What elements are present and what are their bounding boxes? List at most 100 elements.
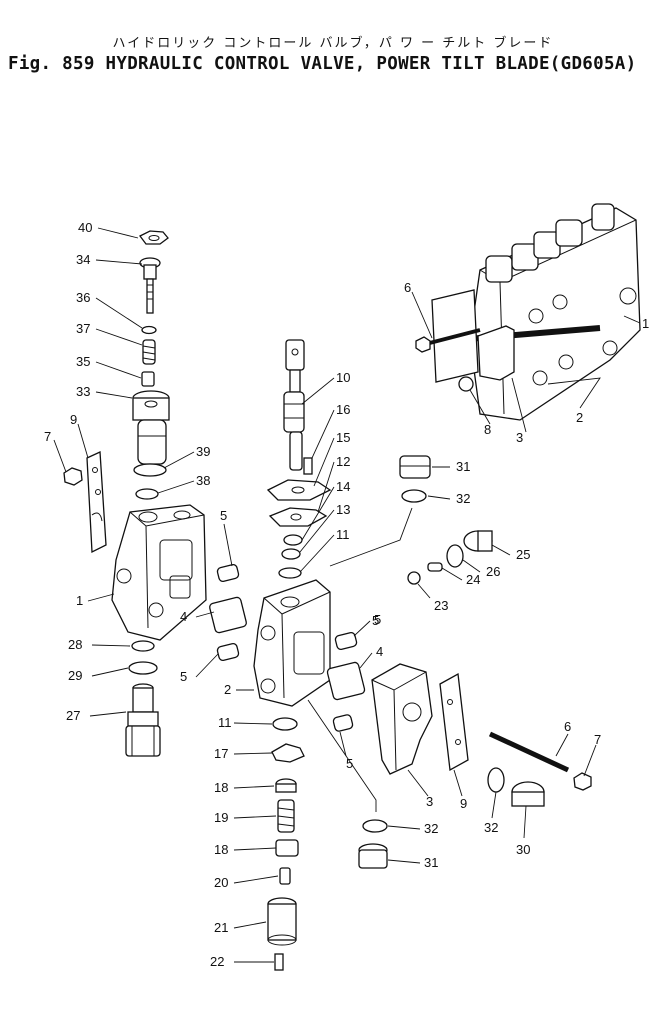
label-5-left: 5 — [180, 669, 187, 684]
label-28: 28 — [68, 637, 82, 652]
oring-29 — [128, 661, 158, 675]
label-37: 37 — [76, 321, 90, 336]
leader-lines — [53, 227, 641, 963]
label-30: 30 — [516, 842, 530, 857]
gasket-5-a — [216, 563, 240, 583]
oring-32-upper — [401, 489, 427, 503]
tie-rod-6-lower — [488, 731, 570, 773]
screw-20 — [279, 867, 291, 885]
spring-24 — [427, 562, 443, 572]
label-14: 14 — [336, 479, 350, 494]
label-31-upper: 31 — [456, 459, 470, 474]
label-11-upper: 11 — [336, 527, 350, 542]
label-16: 16 — [336, 402, 350, 417]
gasket-4-a — [209, 596, 247, 634]
label-1-inset: 1 — [642, 316, 649, 331]
plate-12 — [268, 507, 328, 527]
label-32-upper: 32 — [456, 491, 470, 506]
gasket-5-b — [216, 642, 240, 662]
nut-40 — [139, 230, 169, 245]
gasket-4-b — [326, 661, 366, 701]
nut-7-left — [63, 467, 83, 486]
label-32-lower: 32 — [424, 821, 438, 836]
label-9-left: 9 — [70, 412, 77, 427]
label-25: 25 — [516, 547, 530, 562]
poppet-35 — [141, 371, 155, 387]
label-18-upper: 18 — [214, 780, 228, 795]
figure-title-japanese: ハイドロリック コントロール バルブ，パ ワ ー チルト ブレード — [112, 36, 554, 51]
label-4-left: 4 — [180, 609, 187, 624]
plate-17 — [271, 743, 305, 763]
cover-3-inset — [477, 325, 515, 381]
spool-10 — [283, 339, 305, 471]
nut-inset — [415, 336, 431, 353]
oring-38 — [135, 488, 159, 500]
oring-11-upper — [278, 567, 302, 579]
label-3-inset: 3 — [516, 430, 523, 445]
cap-8-inset — [458, 376, 474, 392]
seal-14 — [283, 534, 303, 546]
label-5-a: 5 — [220, 508, 227, 523]
bracket-9-left — [86, 451, 107, 554]
label-29: 29 — [68, 668, 82, 683]
label-17: 17 — [214, 746, 228, 761]
label-2-center: 2 — [224, 682, 231, 697]
label-21: 21 — [214, 920, 228, 935]
oring-28 — [131, 640, 155, 652]
label-15: 15 — [336, 430, 350, 445]
oring-11-lower — [272, 717, 298, 731]
nut-7-right — [573, 772, 592, 791]
cover-3 — [371, 663, 433, 775]
label-39: 39 — [196, 444, 210, 459]
label-9-right: 9 — [460, 796, 467, 811]
ball-23 — [407, 571, 421, 585]
seal-13 — [281, 548, 301, 560]
valve-block-1 — [111, 504, 207, 641]
plug-31-lower — [358, 843, 388, 869]
label-7-right: 7 — [594, 732, 601, 747]
plug-31-upper — [399, 455, 431, 479]
oring-39 — [133, 463, 167, 477]
label-26: 26 — [486, 564, 500, 579]
label-2-inset: 2 — [576, 410, 583, 425]
valve-block-2 — [253, 579, 331, 707]
label-4-right: 4 — [376, 644, 383, 659]
gasket-5-d — [332, 714, 354, 732]
label-34: 34 — [76, 252, 90, 267]
label-33: 33 — [76, 384, 90, 399]
label-12: 12 — [336, 454, 350, 469]
oring-36 — [141, 325, 157, 335]
plug-30 — [511, 781, 545, 807]
spring-19 — [277, 799, 295, 833]
label-5-b: 5 — [372, 613, 379, 628]
label-10: 10 — [336, 370, 350, 385]
cap-21 — [267, 897, 297, 946]
plug-25 — [463, 530, 493, 552]
label-20: 20 — [214, 875, 228, 890]
label-36: 36 — [76, 290, 90, 305]
label-7-left: 7 — [44, 429, 51, 444]
label-35: 35 — [76, 354, 90, 369]
bolt-22 — [274, 953, 284, 971]
label-11-lower: 11 — [218, 715, 232, 730]
gasket-5-c — [334, 631, 358, 651]
label-27: 27 — [66, 708, 80, 723]
bolt-34 — [139, 257, 161, 314]
fitting-27 — [125, 683, 161, 757]
label-38: 38 — [196, 473, 210, 488]
part-labels: 40 34 36 37 35 33 9 7 39 38 5 1 28 29 27… — [44, 220, 649, 969]
label-32-right: 32 — [484, 820, 498, 835]
label-6-lower: 6 — [564, 719, 571, 734]
label-13: 13 — [336, 502, 350, 517]
label-6-inset: 6 — [404, 280, 411, 295]
label-8-inset: 8 — [484, 422, 491, 437]
label-5-d: 5 — [346, 756, 353, 771]
oring-32-right — [487, 767, 505, 793]
label-18-lower: 18 — [214, 842, 228, 857]
screw-16 — [303, 457, 313, 475]
label-40: 40 — [78, 220, 92, 235]
oring-32-lower — [362, 819, 388, 833]
label-24: 24 — [466, 572, 480, 587]
label-19: 19 — [214, 810, 228, 825]
